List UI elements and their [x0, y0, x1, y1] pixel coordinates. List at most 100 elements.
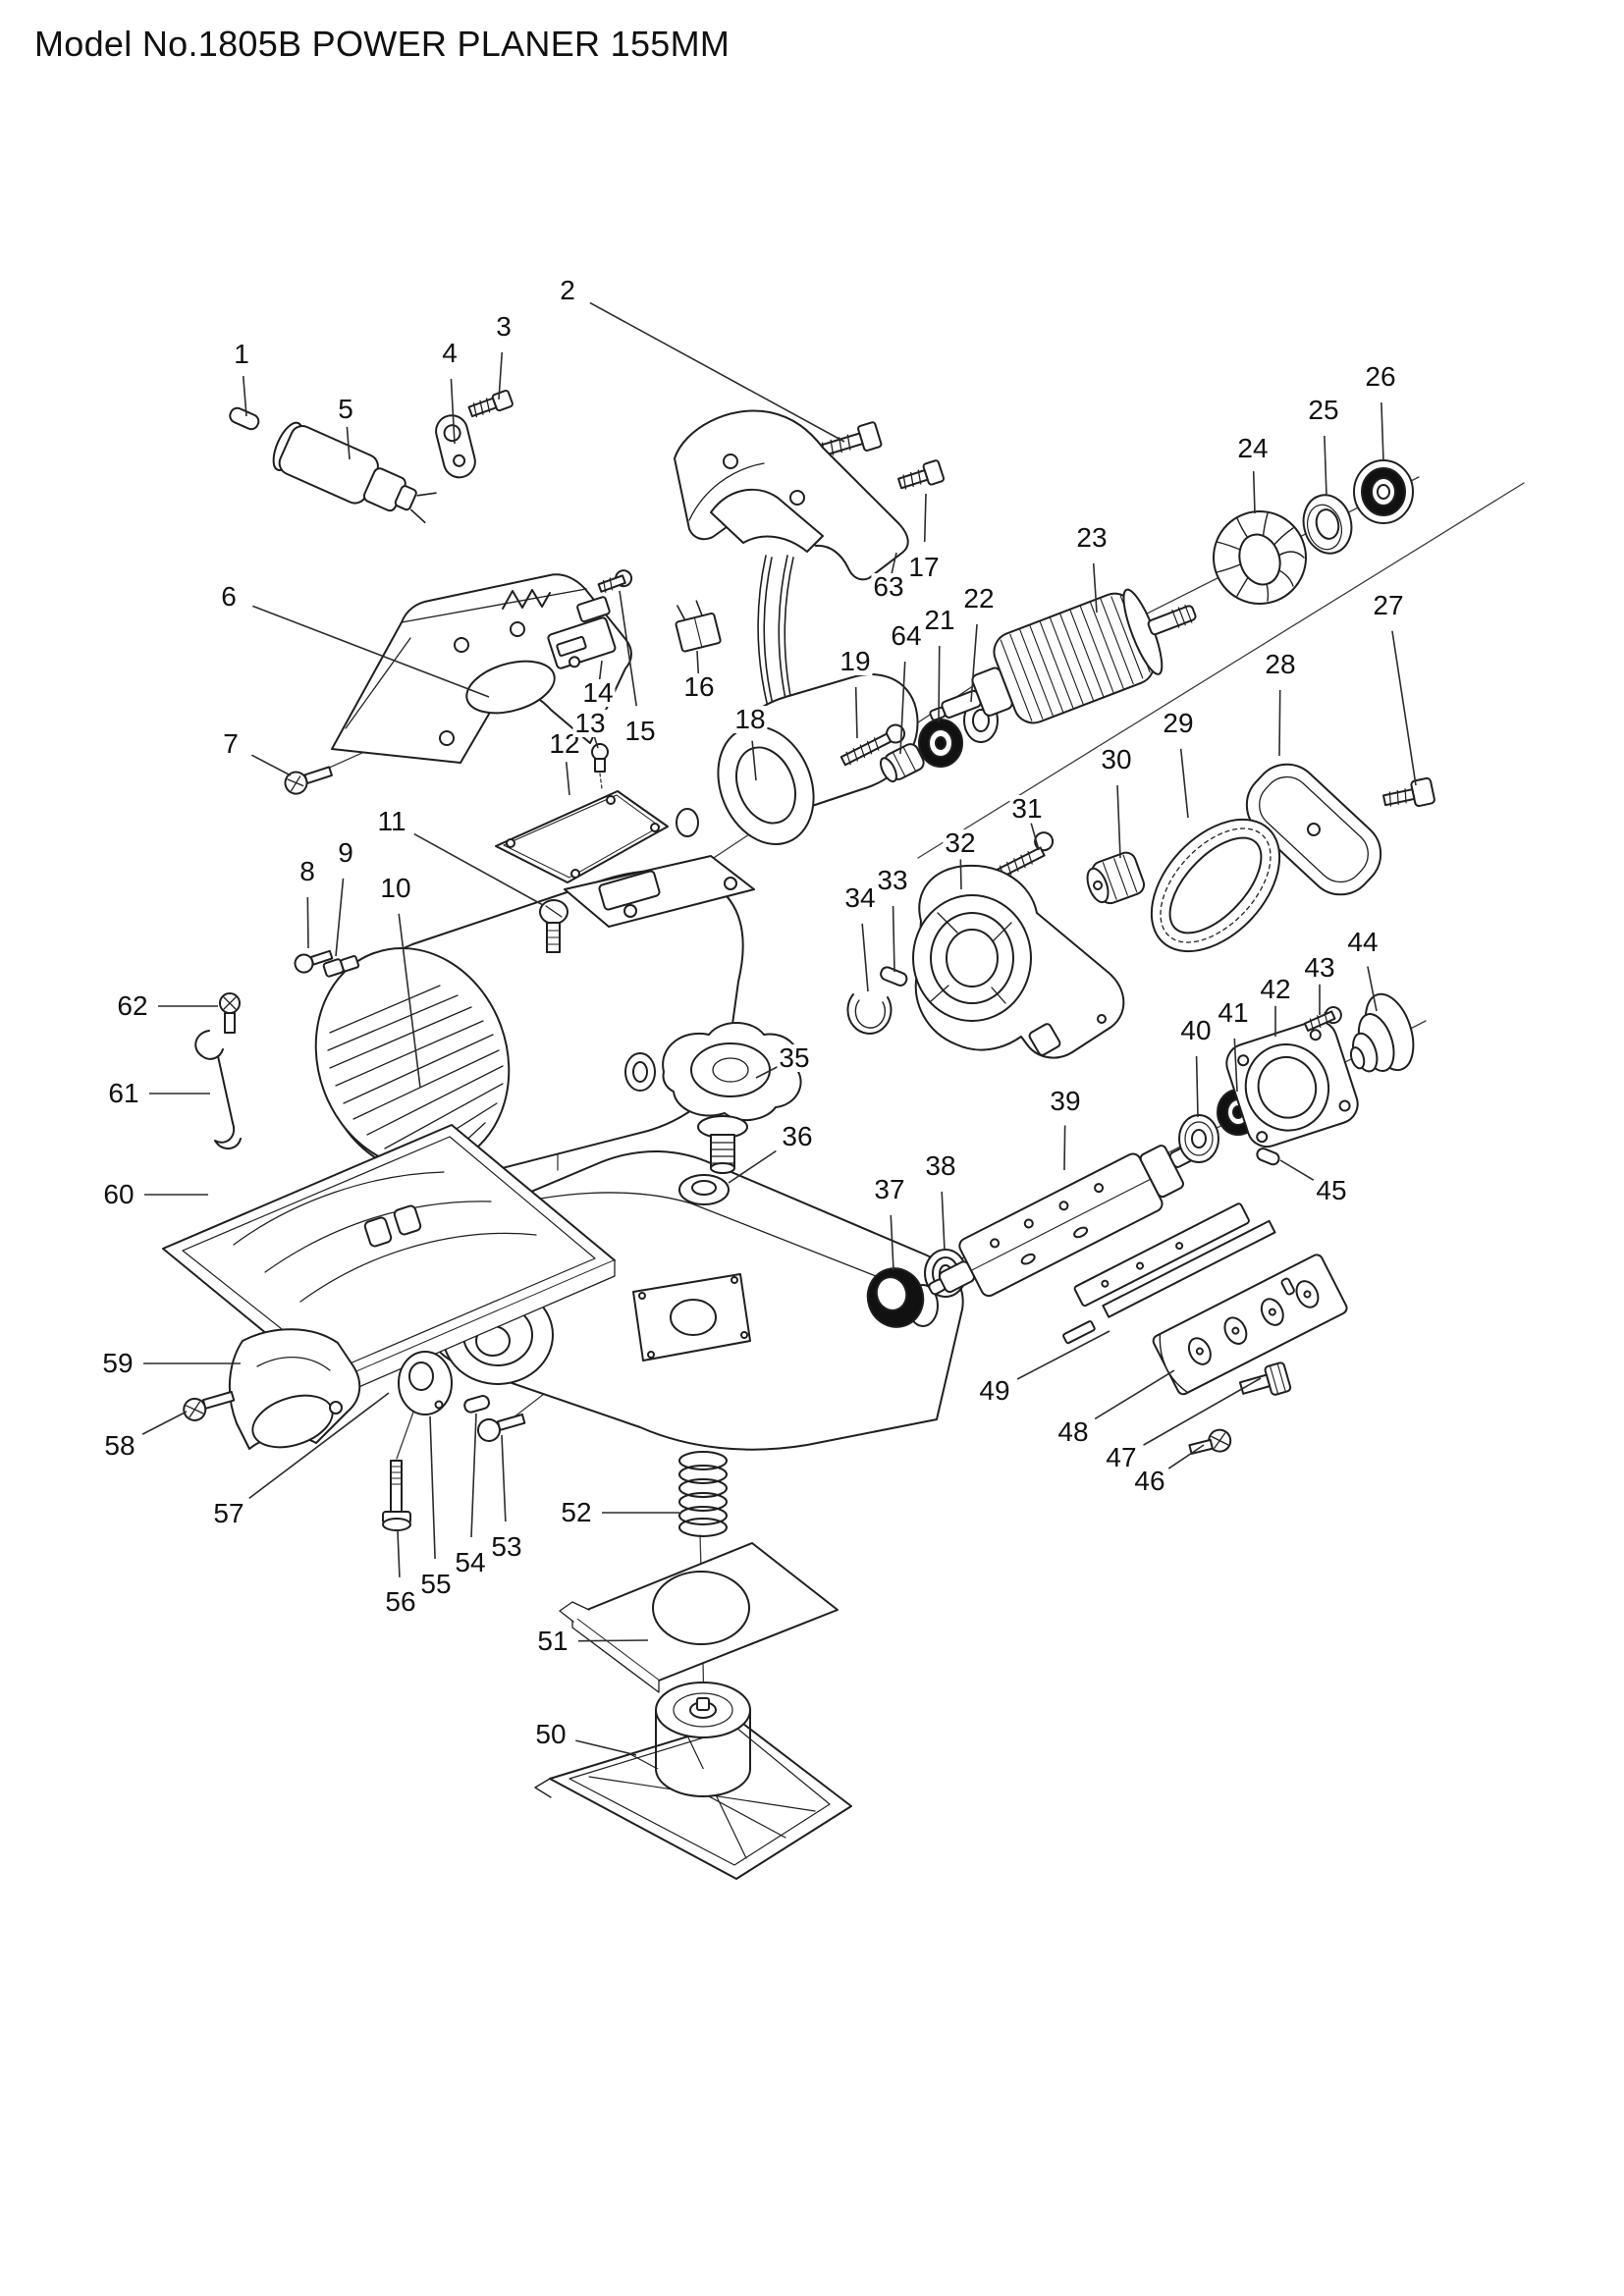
callout-label-56: 56	[383, 1586, 418, 1617]
part-5-handle-grip	[272, 421, 437, 524]
leader-line-19	[854, 686, 858, 739]
part-33-pin	[880, 966, 908, 987]
callout-label-6: 6	[219, 581, 239, 612]
callout-label-34: 34	[842, 882, 878, 913]
part-7-screw	[284, 766, 333, 795]
leader-line-23	[1092, 562, 1098, 614]
callout-label-60: 60	[101, 1179, 136, 1209]
part-62-screw	[219, 992, 241, 1034]
part-17-screw	[897, 459, 946, 490]
callout-label-25: 25	[1306, 395, 1341, 425]
part-21-bearing	[918, 719, 963, 768]
callout-label-15: 15	[623, 716, 658, 746]
part-13-screw	[591, 743, 609, 773]
callout-label-41: 41	[1216, 997, 1251, 1028]
part-64-bearing-retainer	[879, 743, 925, 783]
leader-line-54	[470, 1413, 477, 1538]
callout-label-64: 64	[889, 620, 924, 651]
callout-label-30: 30	[1099, 744, 1134, 774]
part-47-bolt	[1238, 1362, 1292, 1396]
callout-label-50: 50	[533, 1719, 568, 1749]
part-32-bearing-box	[912, 864, 1125, 1059]
part-34-snap-ring	[846, 993, 893, 1035]
part-15-screw	[597, 569, 633, 593]
callout-label-11: 11	[375, 806, 408, 836]
part-36-washer	[678, 1174, 730, 1205]
leader-line-3	[498, 351, 504, 400]
leader-lines	[141, 301, 1417, 1756]
callout-label-16: 16	[681, 671, 717, 702]
leader-line-2	[589, 301, 845, 443]
callout-label-38: 38	[923, 1150, 958, 1181]
callout-label-36: 36	[780, 1121, 815, 1151]
part-10-motor-housing	[314, 855, 755, 1180]
part-59-chip-cover	[228, 1328, 361, 1450]
callout-label-7: 7	[221, 728, 241, 759]
leader-line-8	[306, 896, 309, 949]
leader-line-40	[1195, 1055, 1199, 1118]
leader-line-5	[346, 426, 351, 460]
part-3-screw	[467, 389, 514, 418]
leader-line-38	[941, 1191, 946, 1252]
leader-line-44	[1367, 966, 1378, 1012]
callout-label-54: 54	[453, 1547, 488, 1577]
part-14-switch	[547, 596, 617, 669]
part-44-pulley-cone	[1349, 992, 1415, 1073]
callout-label-23: 23	[1074, 522, 1110, 553]
leader-line-64	[899, 661, 906, 755]
callout-label-49: 49	[977, 1375, 1012, 1406]
callout-label-8: 8	[298, 856, 317, 886]
callout-label-46: 46	[1132, 1466, 1167, 1496]
leader-line-36	[728, 1149, 777, 1184]
leader-line-55	[429, 1415, 436, 1560]
callout-label-43: 43	[1302, 952, 1337, 983]
part-9-connector	[322, 954, 360, 978]
leader-line-57	[248, 1392, 390, 1499]
part-27-screw	[1381, 776, 1435, 808]
callout-label-5: 5	[336, 394, 355, 424]
part-45-pin	[1256, 1148, 1280, 1166]
callout-label-4: 4	[440, 338, 460, 368]
leader-line-58	[141, 1411, 188, 1435]
callout-label-19: 19	[838, 646, 873, 676]
part-63-rear-handle	[674, 409, 909, 581]
callout-label-32: 32	[943, 828, 978, 858]
callout-label-28: 28	[1263, 649, 1298, 679]
leader-line-51	[577, 1639, 649, 1642]
callout-label-29: 29	[1161, 708, 1196, 738]
callout-label-35: 35	[777, 1042, 812, 1073]
callout-label-27: 27	[1371, 590, 1406, 620]
lock-washer	[676, 808, 699, 837]
leader-line-24	[1252, 471, 1256, 514]
leader-line-9	[335, 878, 345, 957]
callout-label-26: 26	[1363, 361, 1398, 392]
callout-label-61: 61	[106, 1078, 141, 1108]
part-37-drum-cap	[866, 1267, 925, 1328]
part-42-bearing-plate	[1225, 1019, 1359, 1148]
callout-label-2: 2	[558, 275, 577, 305]
callout-label-22: 22	[961, 583, 997, 614]
leader-line-30	[1116, 784, 1121, 859]
leader-line-63	[891, 552, 897, 575]
leader-line-4	[450, 378, 456, 445]
leader-line-14	[598, 660, 603, 682]
leader-line-45	[1279, 1159, 1315, 1181]
leader-line-16	[696, 650, 700, 675]
part-40-washer	[1178, 1114, 1219, 1163]
part-46-screw	[1188, 1428, 1232, 1455]
part-60-guard-frame	[162, 1124, 616, 1399]
part-35-knob	[662, 1022, 802, 1174]
part-50-foot-assembly	[534, 1682, 852, 1880]
part-28-belt-cover	[1245, 763, 1382, 896]
leader-line-31	[1030, 823, 1040, 851]
leader-line-27	[1391, 630, 1417, 786]
callout-label-47: 47	[1104, 1442, 1139, 1472]
callout-label-51: 51	[535, 1626, 570, 1656]
callout-label-13: 13	[572, 708, 608, 738]
part-24-fan	[1213, 510, 1307, 605]
callout-label-3: 3	[494, 311, 514, 342]
part-6-front-bracket	[331, 573, 632, 764]
callout-label-63: 63	[871, 571, 906, 602]
callout-label-17: 17	[906, 552, 942, 582]
